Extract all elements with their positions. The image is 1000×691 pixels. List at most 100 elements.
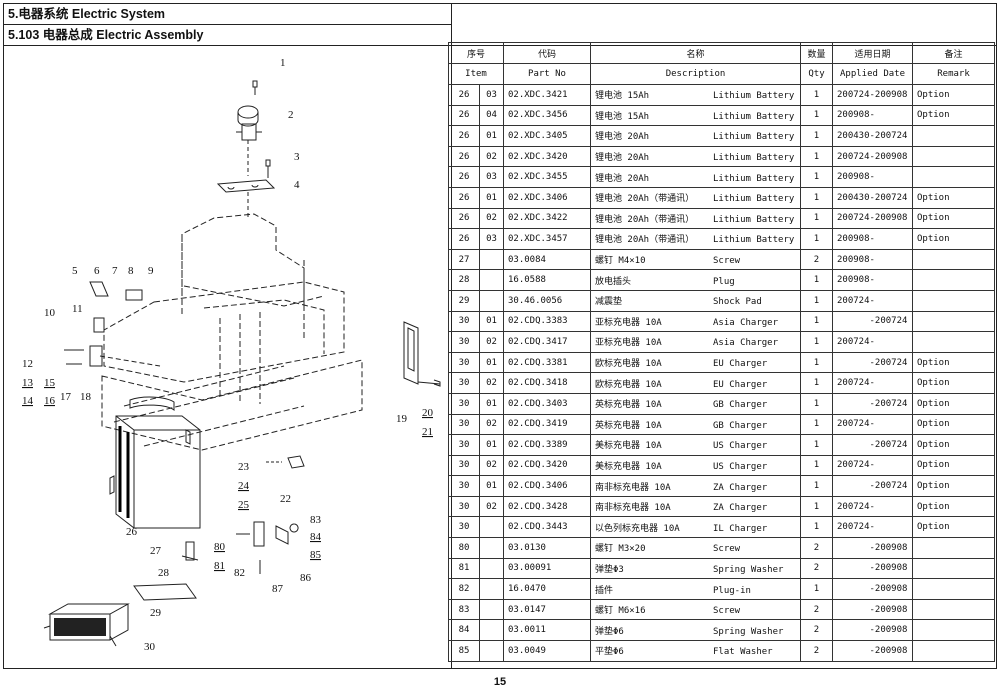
description-en: Flat Washer xyxy=(713,647,773,658)
description-cn: 欧标充电器 10A xyxy=(595,379,662,390)
part-no-cell: 16.0588 xyxy=(503,269,591,291)
sub-item-cell: 01 xyxy=(479,125,504,147)
qty-cell: 1 xyxy=(800,104,833,127)
sub-item-cell: 01 xyxy=(479,392,504,415)
col-header-remark-cn: 备注 xyxy=(912,42,995,64)
plug-drawing xyxy=(181,541,199,561)
applied-date-cell: -200724 xyxy=(832,310,913,333)
description-cell: 平垫Φ6 Flat Washer xyxy=(590,640,801,662)
applied-date-cell: 200908- xyxy=(832,269,913,291)
description-en: Lithium Battery xyxy=(713,173,795,184)
item-cell: 30 xyxy=(448,413,480,436)
callout-84: 84 xyxy=(310,531,322,543)
applied-date-cell: 200430-200724 xyxy=(832,186,913,209)
part-no-cell: 03.00091 xyxy=(503,557,591,580)
applied-date-cell: -200908 xyxy=(832,598,913,621)
callout-22: 22 xyxy=(280,493,291,505)
subsection-title: 5.103 电器总成 Electric Assembly xyxy=(8,28,204,42)
item-cell: 26 xyxy=(448,186,480,209)
sub-item-cell xyxy=(479,598,504,621)
qty-cell: 1 xyxy=(800,351,833,374)
description-en: Lithium Battery xyxy=(713,153,795,164)
callout-86: 86 xyxy=(300,572,312,584)
callout-12: 12 xyxy=(22,358,33,370)
item-cell: 30 xyxy=(448,372,480,394)
applied-date-cell: 200724-200908 xyxy=(832,207,913,230)
part-no-cell: 02.XDC.3405 xyxy=(503,125,591,147)
description-en: EU Charger xyxy=(713,379,768,390)
page-number: 15 xyxy=(493,676,507,688)
item-cell: 82 xyxy=(448,578,480,600)
sub-item-cell xyxy=(479,619,504,642)
description-en: Lithium Battery xyxy=(713,111,795,122)
item-cell: 30 xyxy=(448,351,480,374)
applied-date-cell: -200908 xyxy=(832,537,913,559)
qty-cell: 1 xyxy=(800,125,833,147)
part-no-cell: 02.CDQ.3420 xyxy=(503,454,591,477)
sub-item-cell xyxy=(479,640,504,662)
description-en: Lithium Battery xyxy=(713,91,795,102)
part-no-cell: 02.CDQ.3381 xyxy=(503,351,591,374)
description-cell: 欧标充电器 10A EU Charger xyxy=(590,372,801,394)
item-cell: 26 xyxy=(448,145,480,168)
sub-item-cell xyxy=(479,289,504,312)
qty-cell: 1 xyxy=(800,84,833,106)
part-no-cell: 30.46.0056 xyxy=(503,289,591,312)
remark-cell xyxy=(912,557,995,580)
callout-25: 25 xyxy=(238,499,250,511)
description-cn: 锂电池 15Ah xyxy=(595,111,650,122)
sub-item-cell xyxy=(479,578,504,600)
applied-date-cell: 200724- xyxy=(832,372,913,394)
col-header-remark: Remark xyxy=(912,63,995,85)
part-no-cell: 02.XDC.3421 xyxy=(503,84,591,106)
part-no-cell: 02.XDC.3455 xyxy=(503,166,591,188)
applied-date-cell: -200908 xyxy=(832,578,913,600)
item-cell: 83 xyxy=(448,598,480,621)
remark-cell xyxy=(912,310,995,333)
part-no-cell: 02.CDQ.3406 xyxy=(503,475,591,497)
description-cn: 螺钉 M3×20 xyxy=(595,544,646,555)
description-en: Plug-in xyxy=(713,585,751,596)
callout-8: 8 xyxy=(128,265,134,277)
callout-11: 11 xyxy=(72,303,83,315)
description-cn: 锂电池 20Ah（带通讯） xyxy=(595,214,695,225)
qty-cell: 2 xyxy=(800,557,833,580)
qty-cell: 2 xyxy=(800,640,833,662)
part-no-cell: 03.0084 xyxy=(503,248,591,271)
description-cn: 平垫Φ6 xyxy=(595,647,624,658)
qty-cell: 1 xyxy=(800,434,833,456)
description-cn: 美标充电器 10A xyxy=(595,441,662,452)
applied-date-cell: 200724- xyxy=(832,289,913,312)
col-header-partno-cn: 代码 xyxy=(503,42,591,64)
callout-14: 14 xyxy=(22,395,34,407)
sub-item-cell: 02 xyxy=(479,207,504,230)
callout-30: 30 xyxy=(144,641,156,653)
description-cell: 锂电池 20Ah（带通讯）Lithium Battery xyxy=(590,186,801,209)
description-en: Spring Washer xyxy=(713,626,784,637)
col-header-partno: Part No xyxy=(503,63,591,85)
remark-cell: Option xyxy=(912,516,995,539)
callout-4: 4 xyxy=(294,179,300,191)
description-cn: 英标充电器 10A xyxy=(595,400,662,411)
remark-cell: Option xyxy=(912,351,995,374)
callout-17: 17 xyxy=(60,391,72,403)
part-no-cell: 02.XDC.3422 xyxy=(503,207,591,230)
qty-cell: 1 xyxy=(800,413,833,436)
sub-item-cell: 01 xyxy=(479,351,504,374)
applied-date-cell: 200430-200724 xyxy=(832,125,913,147)
applied-date-cell: 200724-200908 xyxy=(832,145,913,168)
qty-cell: 1 xyxy=(800,516,833,539)
